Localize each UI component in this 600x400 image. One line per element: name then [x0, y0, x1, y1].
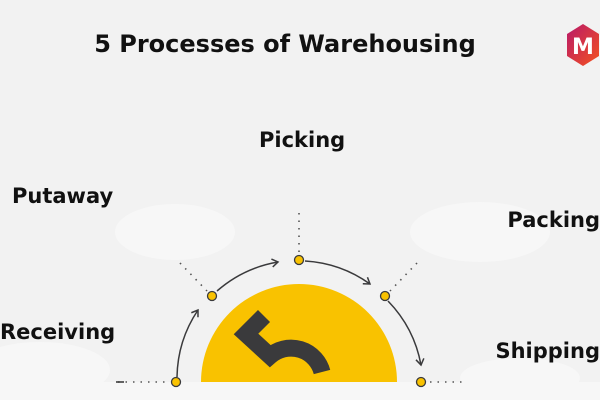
- center-number: [233, 309, 331, 375]
- ground: [0, 382, 600, 400]
- flow-arrows: [176, 258, 425, 378]
- step-label-picking: Picking: [259, 128, 346, 152]
- yellow-semicircle: [201, 284, 397, 382]
- step-dots: [170, 254, 427, 388]
- logo: M: [567, 24, 599, 66]
- page-title: 5 Processes of Warehousing: [94, 30, 476, 58]
- step-label-putaway: Putaway: [12, 184, 114, 208]
- logo-letter: M: [572, 35, 594, 60]
- step-label-packing: Packing: [507, 208, 600, 232]
- step-label-shipping: Shipping: [495, 339, 600, 363]
- dotted-rays: [118, 213, 462, 383]
- step-label-receiving: Receiving: [0, 320, 116, 344]
